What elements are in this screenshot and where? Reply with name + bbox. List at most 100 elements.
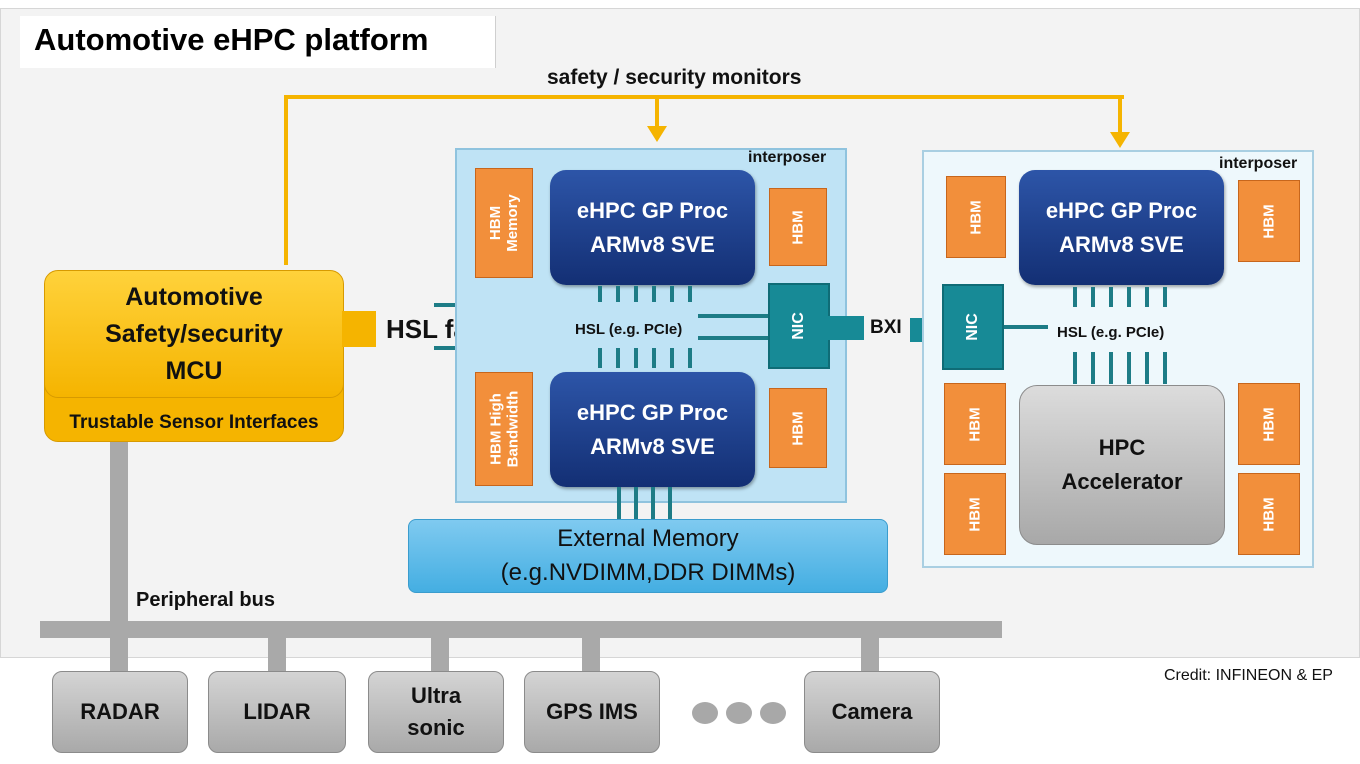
credit: Credit: INFINEON & EP <box>1164 667 1333 684</box>
hbm-memory-chip: HBM Memory <box>475 168 533 278</box>
accelerator-line-2: Accelerator <box>1061 469 1183 494</box>
device-label: RADAR <box>80 699 160 724</box>
trustable-sensor-interfaces: Trustable Sensor Interfaces <box>69 412 319 433</box>
hsl-label-left: HSL (e.g. PCIe) <box>575 321 683 338</box>
nic-label: NIC <box>964 313 981 341</box>
hbm-label: HBM <box>789 410 807 446</box>
mcu-link-connector <box>342 311 376 347</box>
device-label-line-1: Ultra <box>410 683 462 708</box>
proc-arch: ARMv8 SVE <box>590 231 715 257</box>
nic-left: NIC <box>768 283 830 369</box>
device-label: LIDAR <box>243 699 311 724</box>
monitor-arrow-2 <box>1110 132 1130 148</box>
nic-link-bottom <box>698 336 770 340</box>
device-camera: Camera <box>804 671 940 753</box>
nic-right-link <box>1004 325 1048 329</box>
hbm-chip-right-3: HBM <box>944 383 1006 465</box>
ultrasonic-bus-drop <box>431 636 449 672</box>
hsl-label-right: HSL (e.g. PCIe) <box>1057 324 1165 341</box>
monitor-line-left-vertical <box>284 95 288 265</box>
hsl-pin <box>652 348 656 368</box>
monitor-line-drop-2 <box>1118 95 1122 135</box>
nic-link-top <box>698 314 770 318</box>
page-title: Automotive eHPC platform <box>34 22 429 57</box>
device-label: GPS IMS <box>546 699 638 724</box>
hsl-pin <box>634 286 638 302</box>
hbm-label: HBM <box>1260 406 1278 442</box>
hsl-pin <box>1091 287 1095 307</box>
hsl-pin <box>688 286 692 302</box>
lidar-bus-drop <box>268 636 286 672</box>
monitor-line-top <box>284 95 1124 99</box>
gp-processor-bottom: eHPC GP Proc ARMv8 SVE <box>550 372 755 487</box>
device-gps-ims: GPS IMS <box>524 671 660 753</box>
peripheral-bus <box>40 621 1002 638</box>
hbm-high-bandwidth-label: HBM High Bandwidth <box>487 390 521 468</box>
right-interposer-label: interposer <box>1219 155 1298 172</box>
bxi-label: BXI <box>870 317 902 338</box>
gp-processor-right: eHPC GP Proc ARMv8 SVE <box>1019 170 1224 285</box>
hsl-pin <box>1073 352 1077 384</box>
hbm-label: HBM <box>1260 496 1278 532</box>
hbm-label: HBM <box>1260 203 1278 239</box>
hbm-high-bandwidth-chip: HBM High Bandwidth <box>475 372 533 486</box>
hsl-pin <box>598 286 602 302</box>
hbm-label: HBM <box>789 209 807 245</box>
hbm-label: HBM <box>966 496 984 532</box>
hsl-pin <box>616 286 620 302</box>
device-lidar: LIDAR <box>208 671 346 753</box>
hbm-memory-label: HBM Memory <box>487 194 521 252</box>
hsl-pin <box>598 348 602 368</box>
hsl-pin <box>670 286 674 302</box>
device-label: Camera <box>831 699 913 724</box>
device-ultrasonic: Ultra sonic <box>368 671 504 753</box>
memory-pin <box>668 487 672 520</box>
hsl-pin <box>634 348 638 368</box>
mcu-line-1: Automotive <box>125 282 263 311</box>
hbm-chip-left-top: HBM <box>769 188 827 266</box>
title-box <box>20 16 496 68</box>
monitor-line-drop-1 <box>655 95 659 129</box>
hbm-label: HBM <box>967 199 985 235</box>
hbm-chip-right-4: HBM <box>1238 383 1300 465</box>
hsl-pin <box>1145 287 1149 307</box>
memory-pin <box>634 487 638 520</box>
monitors-label: safety / security monitors <box>547 66 802 89</box>
peripheral-bus-label: Peripheral bus <box>136 589 275 611</box>
hsl-pin <box>616 348 620 368</box>
hbm-chip-right-1: HBM <box>946 176 1006 258</box>
external-memory: External Memory (e.g.NVDIMM,DDR DIMMs) <box>408 519 888 593</box>
hsl-pin <box>1163 352 1167 384</box>
hsl-pin <box>670 348 674 368</box>
hbm-chip-left-bottom: HBM <box>769 388 827 468</box>
hsl-pin <box>688 348 692 368</box>
mcu-bus-drop <box>110 440 128 672</box>
mcu-line-2: Safety/security <box>105 319 283 348</box>
ellipsis-dot <box>692 702 718 724</box>
hsl-pin <box>1127 352 1131 384</box>
memory-pin <box>651 487 655 520</box>
hbm-chip-right-6: HBM <box>1238 473 1300 555</box>
external-memory-examples: (e.g.NVDIMM,DDR DIMMs) <box>500 559 796 586</box>
proc-arch: ARMv8 SVE <box>1059 231 1184 257</box>
proc-name: eHPC GP Proc <box>576 399 729 425</box>
hbm-chip-right-2: HBM <box>1238 180 1300 262</box>
gp-processor-top: eHPC GP Proc ARMv8 SVE <box>550 170 755 285</box>
ellipsis-dot <box>760 702 786 724</box>
proc-name: eHPC GP Proc <box>1045 197 1198 223</box>
device-radar: RADAR <box>52 671 188 753</box>
device-label-line-2: sonic <box>407 715 465 740</box>
monitor-arrow-1 <box>647 126 667 142</box>
hsl-pin <box>1109 287 1113 307</box>
nic-label: NIC <box>790 312 807 340</box>
hbm-label: HBM <box>966 406 984 442</box>
camera-bus-drop <box>861 636 879 672</box>
left-interposer-label: interposer <box>748 149 827 166</box>
proc-arch: ARMv8 SVE <box>590 433 715 459</box>
hsl-pin <box>1145 352 1149 384</box>
nic-right: NIC <box>942 284 1004 370</box>
ellipsis-dot <box>726 702 752 724</box>
hsl-pin <box>1109 352 1113 384</box>
proc-name: eHPC GP Proc <box>576 197 729 223</box>
hbm-chip-right-5: HBM <box>944 473 1006 555</box>
